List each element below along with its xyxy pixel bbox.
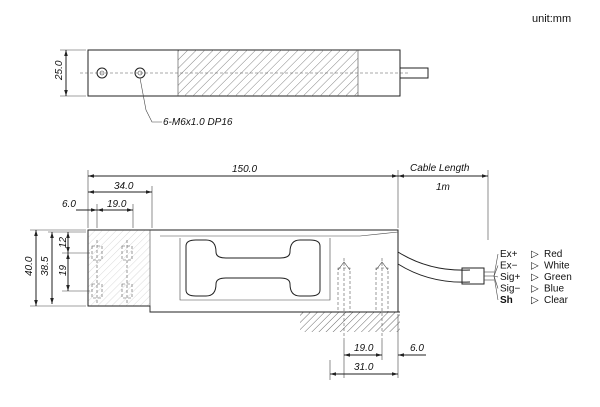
- wire-row: Sig+ ▷ Green: [493, 272, 572, 283]
- dim-6-bottom: 6.0: [410, 343, 424, 354]
- wire-color: Red: [544, 249, 562, 260]
- dim-12: 12: [58, 236, 69, 248]
- cable-length-label: Cable Length: [410, 163, 470, 174]
- wire-signal: Ex+: [500, 249, 518, 260]
- top-view: 25.0 6-M6x1.0 DP16: [54, 49, 429, 128]
- side-cable-upper: [397, 251, 471, 271]
- dim-length: 150.0: [232, 164, 257, 175]
- dim-34: 34.0: [114, 181, 134, 192]
- top-cable: [399, 67, 429, 79]
- side-cable-lower: [397, 263, 471, 283]
- wire-color: Blue: [544, 284, 564, 295]
- dim-19-left: 19: [58, 264, 69, 276]
- wire-arrow-icon: ▷: [531, 261, 539, 272]
- side-view: [87, 229, 494, 340]
- wire-row: Sh ▷ Clear: [493, 275, 569, 306]
- dumbbell-slot: [185, 239, 321, 297]
- wire-row: Ex− ▷ White: [493, 261, 570, 277]
- wire-signal: Sh: [500, 295, 513, 306]
- wire-signal: Sig−: [500, 284, 520, 295]
- mount-hatch: [300, 312, 400, 332]
- unit-label: unit:mm: [532, 13, 571, 25]
- wire-arrow-icon: ▷: [531, 284, 539, 295]
- dim-31: 31.0: [354, 362, 374, 373]
- wire-color: Clear: [544, 295, 569, 306]
- dim-40: 40.0: [24, 256, 35, 276]
- dim-38-5: 38.5: [40, 256, 51, 276]
- dim-19-top: 19.0: [107, 199, 127, 210]
- top-height-dim: 25.0: [54, 60, 65, 81]
- side-dimensions: 150.0 Cable Length 1m 34.0 19.0 6.0 40.0…: [24, 163, 489, 380]
- wire-arrow-icon: ▷: [531, 272, 539, 283]
- hole-leader: [139, 77, 162, 123]
- cable-length-value: 1m: [436, 182, 450, 193]
- wire-row: Ex+ ▷ Red: [493, 249, 562, 277]
- wire-arrow-icon: ▷: [531, 249, 539, 260]
- dim-19-bottom: 19.0: [354, 343, 374, 354]
- wire-arrow-icon: ▷: [531, 295, 539, 306]
- side-hole-3: [91, 283, 103, 299]
- wire-color: Green: [544, 272, 572, 283]
- wire-color: White: [544, 261, 570, 272]
- hole-callout: 6-M6x1.0 DP16: [163, 117, 233, 128]
- side-hole-4: [121, 283, 133, 299]
- dim-6-top: 6.0: [62, 199, 76, 210]
- wire-signal: Ex−: [500, 261, 518, 272]
- wire-row: Sig− ▷ Blue: [493, 275, 564, 295]
- wire-signal: Sig+: [500, 272, 520, 283]
